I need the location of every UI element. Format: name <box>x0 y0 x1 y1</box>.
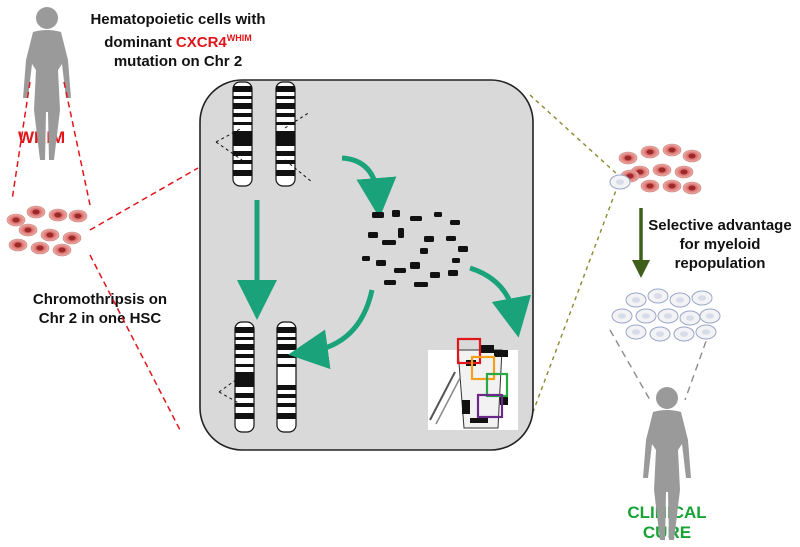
chromosome-fragment <box>450 220 460 225</box>
red-dashed-links <box>11 81 199 431</box>
pale-cell <box>657 308 679 324</box>
pale-cell <box>691 290 713 306</box>
chromosome-fragment <box>376 260 386 266</box>
pale-cell <box>625 324 647 340</box>
chromosome-top-left <box>232 81 253 187</box>
chromosome-fragment <box>414 282 428 287</box>
trash-bin-inset <box>428 337 518 430</box>
break-lines-bottom <box>218 373 245 407</box>
pale-cell <box>699 308 721 324</box>
chromosome-bottom-right <box>276 321 297 433</box>
clinical-cure-label: CLINICAL CURE <box>627 503 707 542</box>
chromosome-fragment <box>368 232 378 238</box>
pale-cell <box>695 324 717 340</box>
teal-arrows <box>237 155 532 370</box>
gray-dashed-links <box>609 329 711 401</box>
red-cell <box>674 165 694 179</box>
red-cell <box>18 223 38 237</box>
red-cell <box>682 181 702 195</box>
pale-cell <box>649 326 671 342</box>
chromosome-fragment <box>362 256 370 261</box>
red-cell <box>8 238 28 252</box>
chromosome-fragment <box>430 272 440 278</box>
chromosome-fragment <box>410 216 422 221</box>
chromosome-fragment <box>434 212 442 217</box>
chromothripsis-label: Chromothripsis on Chr 2 in one HSC <box>32 291 168 327</box>
dark-green-arrow <box>632 208 650 278</box>
red-cell <box>30 241 50 255</box>
red-cell <box>662 143 682 157</box>
human-figure-top <box>23 7 71 160</box>
chromosome-fragment <box>452 258 460 263</box>
chromosome-fragment <box>458 246 468 252</box>
red-cell <box>662 179 682 193</box>
chromosome-fragment <box>372 212 384 218</box>
red-cell <box>40 228 60 242</box>
red-cell <box>68 209 88 223</box>
chromosome-fragment <box>420 248 428 254</box>
red-cell <box>640 179 660 193</box>
chromosome-fragment <box>394 268 406 273</box>
human-figure-bottom <box>643 387 691 540</box>
chromosome-fragments <box>362 210 468 287</box>
pale-cell <box>611 308 633 324</box>
red-cell <box>48 208 68 222</box>
pale-cell <box>635 308 657 324</box>
chromosome-bottom-left <box>234 321 255 433</box>
pale-cell <box>609 174 631 190</box>
pale-cell <box>647 288 669 304</box>
cell-cluster-left <box>6 205 88 257</box>
chromosome-fragment <box>410 262 420 269</box>
pale-cell <box>669 292 691 308</box>
red-cell <box>652 163 672 177</box>
red-cell <box>62 231 82 245</box>
chromosome-top-right <box>275 81 296 187</box>
chromosome-fragment <box>398 228 404 238</box>
red-cell <box>26 205 46 219</box>
chromosome-fragment <box>392 210 400 217</box>
arrow-to-bin <box>469 265 532 338</box>
red-cell <box>618 151 638 165</box>
chromosome-fragment <box>424 236 434 242</box>
red-cell <box>52 243 72 257</box>
cell-cluster-pale <box>611 288 721 342</box>
arrow-to-fragments <box>341 155 397 218</box>
pale-cell <box>679 310 701 326</box>
cell-cluster-right <box>609 143 702 195</box>
chromosome-fragment <box>382 240 396 245</box>
pale-cell <box>625 292 647 308</box>
olive-dashed-links <box>529 94 619 421</box>
chromosome-fragment <box>446 236 456 241</box>
red-cell <box>640 145 660 159</box>
selective-advantage-label: Selective advantage for myeloid repopula… <box>648 217 792 272</box>
break-lines-top <box>215 111 313 183</box>
chromosome-fragment <box>384 280 396 285</box>
arrow-to-repair <box>288 289 375 370</box>
chromosome-fragment <box>448 270 458 276</box>
red-cell <box>682 149 702 163</box>
pale-cell <box>673 326 695 342</box>
title-label: Hematopoietic cells with dominant CXCR4W… <box>90 11 266 70</box>
red-cell <box>6 213 26 227</box>
